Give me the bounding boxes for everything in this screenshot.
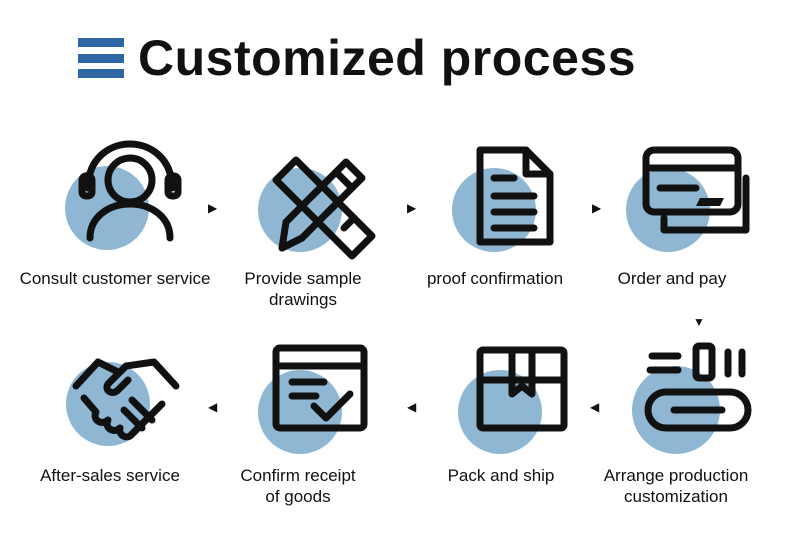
credit-card-icon: [626, 138, 750, 258]
step-label: Confirm receipt of goods: [240, 466, 356, 506]
arrow-right-icon: ▶: [407, 201, 417, 215]
headset-person-icon: [60, 138, 182, 258]
arrow-left-icon: ◀: [407, 400, 417, 414]
step-label: Provide sample drawings: [244, 269, 362, 309]
arrow-right-icon: ▶: [592, 201, 602, 215]
step-label: Consult customer service: [19, 269, 211, 288]
arrow-left-icon: ◀: [590, 400, 600, 414]
step-label: After-sales service: [40, 466, 180, 485]
page-title: Customized process: [138, 30, 637, 86]
arrow-right-icon: ▶: [208, 201, 218, 215]
header: Customized process: [78, 28, 636, 88]
menu-bars-icon: [78, 38, 124, 78]
arrow-left-icon: ◀: [208, 400, 218, 414]
document-icon: [448, 138, 568, 258]
arrow-down-icon: ▼: [693, 315, 705, 329]
box-check-icon: [252, 338, 372, 458]
package-box-icon: [452, 338, 572, 458]
step-label: Pack and ship: [447, 466, 555, 485]
handshake-icon: [62, 340, 182, 460]
step-label: proof confirmation: [426, 269, 564, 288]
step-label: Arrange production customization: [603, 466, 749, 506]
pencil-ruler-icon: [252, 138, 376, 260]
step-label: Order and pay: [617, 269, 727, 288]
conveyor-belt-icon: [630, 336, 752, 456]
